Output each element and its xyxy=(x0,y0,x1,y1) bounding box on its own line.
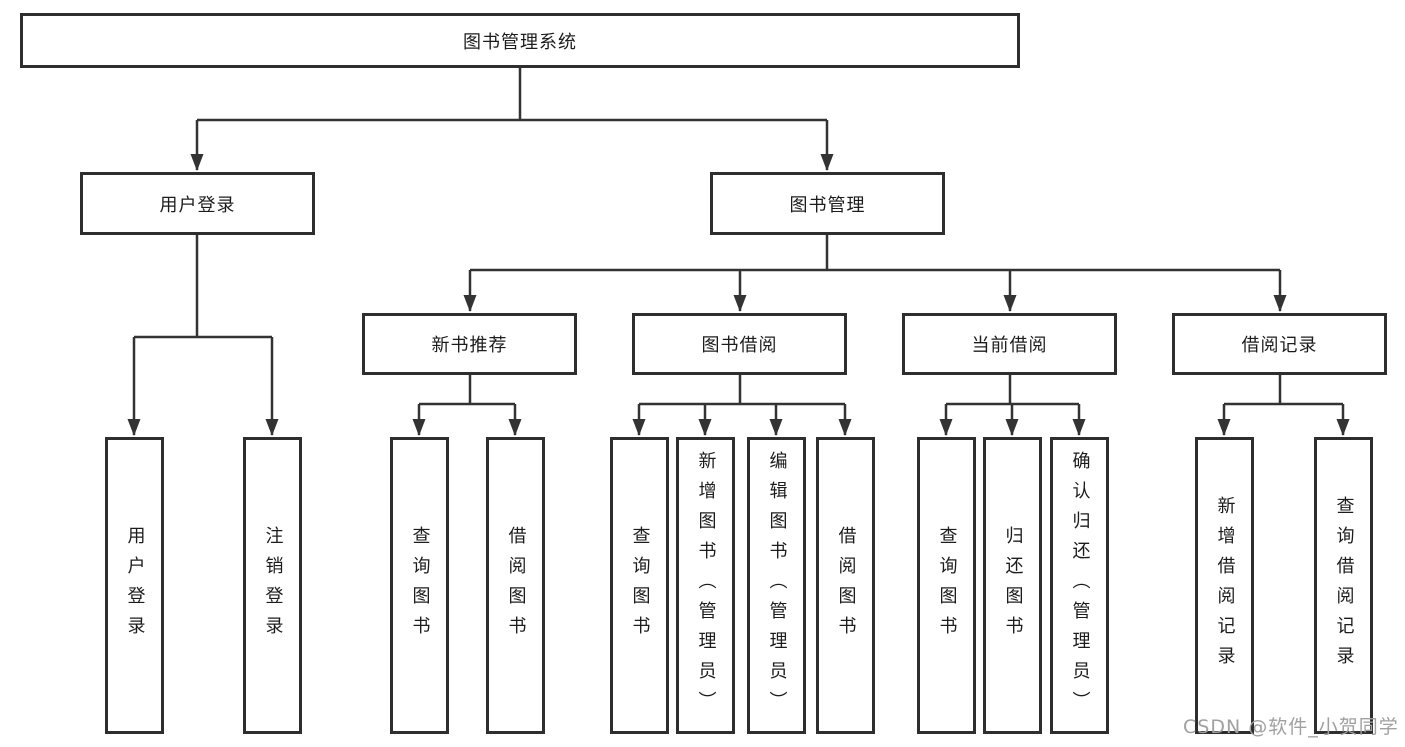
node-root: 图书管理系统 xyxy=(20,13,1020,68)
node-new-book-recommend-label: 新书推荐 xyxy=(431,335,508,356)
leaf-query-books-current-label: 查询图书 xyxy=(936,525,958,646)
leaf-confirm-return-admin-label: 确认归还（管理员） xyxy=(1069,450,1091,721)
connector-book-borrow-arrowheads xyxy=(632,419,852,436)
leaf-query-books-borrow: 查询图书 xyxy=(610,437,669,734)
leaf-user-login: 用户登录 xyxy=(105,437,164,734)
node-book-borrow: 图书借阅 xyxy=(632,313,847,375)
node-new-book-recommend: 新书推荐 xyxy=(362,313,577,375)
leaf-borrow-books-2-label: 借阅图书 xyxy=(835,525,857,646)
connector-book-borrow xyxy=(637,375,847,435)
node-current-borrow: 当前借阅 xyxy=(902,313,1117,375)
connector-user-login-arrowheads xyxy=(127,419,279,436)
leaf-add-book-admin: 新增图书（管理员） xyxy=(676,437,735,734)
connector-book-management xyxy=(468,235,1282,311)
connector-new-book-recommend xyxy=(417,375,517,435)
connector-user-login xyxy=(132,235,274,435)
leaf-query-borrow-record-label: 查询借阅记录 xyxy=(1333,495,1355,676)
leaf-query-books-recommend-label: 查询图书 xyxy=(409,525,431,646)
node-book-borrow-label: 图书借阅 xyxy=(701,335,778,356)
leaf-borrow-books-recommend-label: 借阅图书 xyxy=(505,525,527,646)
connector-borrow-records-arrowheads xyxy=(1217,419,1350,436)
leaf-logout-label: 注销登录 xyxy=(262,525,284,646)
leaf-query-books-recommend: 查询图书 xyxy=(390,437,449,734)
leaf-return-books: 归还图书 xyxy=(983,437,1042,734)
leaf-confirm-return-admin: 确认归还（管理员） xyxy=(1050,437,1109,734)
leaf-user-login-label: 用户登录 xyxy=(124,525,146,646)
connector-root xyxy=(195,68,829,170)
leaf-add-book-admin-label: 新增图书（管理员） xyxy=(695,450,717,721)
leaf-query-books-borrow-label: 查询图书 xyxy=(629,525,651,646)
leaf-borrow-books-2: 借阅图书 xyxy=(816,437,875,734)
node-borrow-records: 借阅记录 xyxy=(1172,313,1387,375)
connector-current-borrow-arrowheads xyxy=(939,419,1086,436)
node-root-label: 图书管理系统 xyxy=(463,31,577,53)
leaf-borrow-books-recommend: 借阅图书 xyxy=(486,437,545,734)
node-book-management-label: 图书管理 xyxy=(789,194,866,216)
leaf-add-borrow-record-label: 新增借阅记录 xyxy=(1214,495,1236,676)
leaf-edit-book-admin-label: 编辑图书（管理员） xyxy=(766,450,788,721)
node-user-login: 用户登录 xyxy=(80,172,315,235)
connector-borrow-records xyxy=(1222,375,1345,435)
node-book-management: 图书管理 xyxy=(710,172,945,235)
connector-root-arrowheads xyxy=(190,154,834,171)
leaf-return-books-label: 归还图书 xyxy=(1002,525,1024,646)
leaf-query-books-current: 查询图书 xyxy=(917,437,976,734)
node-borrow-records-label: 借阅记录 xyxy=(1241,335,1318,356)
connector-new-book-recommend-arrowheads xyxy=(412,419,522,436)
connector-book-management-arrowheads xyxy=(463,295,1287,312)
watermark: CSDN @软件_小贺同学 xyxy=(1183,716,1399,738)
leaf-logout: 注销登录 xyxy=(243,437,302,734)
leaf-add-borrow-record: 新增借阅记录 xyxy=(1195,437,1254,734)
leaf-query-borrow-record: 查询借阅记录 xyxy=(1314,437,1373,734)
node-current-borrow-label: 当前借阅 xyxy=(971,335,1048,356)
node-user-login-label: 用户登录 xyxy=(159,194,236,216)
leaf-edit-book-admin: 编辑图书（管理员） xyxy=(747,437,806,734)
